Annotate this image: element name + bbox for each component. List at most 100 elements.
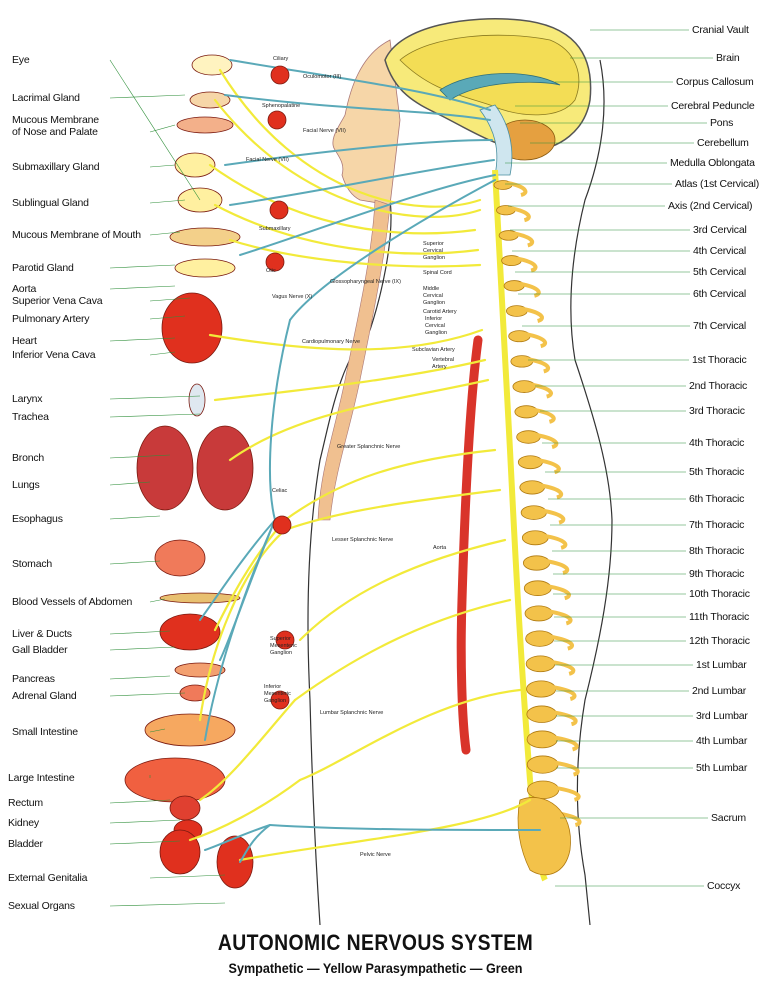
spinous-process — [551, 685, 577, 701]
leader-lines — [109, 29, 713, 907]
liver-organ — [159, 613, 221, 651]
inner-label: Superior — [270, 636, 291, 642]
leader-line — [109, 59, 201, 201]
spinous-process — [519, 281, 541, 298]
vertebrae — [493, 180, 582, 876]
parasympathetic-nerve — [199, 519, 276, 621]
esophagus-strip — [317, 199, 391, 521]
leader-line — [109, 646, 176, 651]
right-label: 4th Cervical — [693, 245, 747, 257]
spinous-process — [552, 710, 578, 727]
neck-front — [307, 199, 392, 926]
right-label: Sacrum — [711, 812, 746, 824]
left-label: Esophagus — [12, 513, 63, 525]
left-label: Liver & Ducts — [12, 628, 72, 640]
sympathetic-nerve — [218, 68, 482, 208]
sympathetic-nerve — [213, 203, 480, 255]
bladder-organ — [159, 829, 201, 875]
ganglion-node — [267, 110, 287, 130]
leader-line — [109, 840, 181, 845]
spinous-process — [525, 332, 548, 349]
sympathetic-nerve — [238, 798, 532, 862]
inner-label: Lesser Splanchnic Nerve — [332, 537, 394, 543]
right-label: 11th Thoracic — [689, 611, 750, 623]
inner-label: Cervical — [423, 248, 443, 254]
left-label: Submaxillary Gland — [12, 161, 100, 173]
inner-label: Lumbar Splanchnic Nerve — [320, 710, 384, 716]
sympathetic-nerve — [208, 163, 477, 235]
inner-label: Cervical — [425, 323, 445, 329]
right-label: Coccyx — [707, 880, 741, 892]
leader-line — [149, 351, 176, 356]
leader-line — [149, 124, 176, 133]
leader-line — [149, 297, 191, 302]
leader-line — [109, 819, 181, 824]
genitalia-organ — [216, 835, 254, 889]
inner-label: Inferior — [425, 316, 443, 322]
lung-left-organ — [136, 425, 194, 511]
left-label: Inferior Vena Cava — [12, 349, 96, 361]
ganglion-node — [265, 252, 285, 272]
right-label: 6th Cervical — [693, 288, 747, 300]
vertebra — [526, 780, 560, 800]
right-label: Cerebellum — [697, 137, 749, 149]
inner-label: Inferior — [264, 684, 282, 690]
ganglion-node — [270, 65, 290, 85]
left-label: Gall Bladder — [12, 644, 68, 656]
left-label: Lacrimal Gland — [12, 92, 80, 104]
diagram-title: AUTONOMIC NERVOUS SYSTEM — [217, 930, 534, 955]
left-label: Bladder — [8, 838, 43, 850]
mouth-membrane-organ — [169, 227, 241, 247]
leader-line — [149, 598, 166, 603]
left-label: Pulmonary Artery — [12, 313, 90, 325]
diagram-subtitle: Sympathetic — Yellow Parasympathetic — G… — [228, 960, 523, 976]
nerve-paths — [188, 59, 541, 863]
sympathetic-nerve — [228, 378, 490, 462]
inner-label: Ganglion — [423, 300, 446, 306]
right-label: 5th Lumbar — [696, 762, 748, 774]
leader-line — [149, 315, 186, 320]
right-label: Axis (2nd Cervical) — [668, 200, 753, 212]
inner-label: Submaxillary — [259, 226, 291, 232]
left-label: Large Intestine — [8, 772, 75, 784]
trachea-organ — [188, 383, 206, 417]
parasympathetic-nerve — [204, 824, 271, 851]
leader-line — [109, 395, 201, 400]
spinous-process — [546, 584, 571, 601]
inner-label: Ganglion — [264, 698, 287, 704]
leader-line — [109, 264, 176, 269]
parasympathetic-nerve — [224, 139, 493, 166]
right-label: Cranial Vault — [692, 24, 749, 36]
leader-line — [149, 199, 186, 204]
right-label: 5th Cervical — [693, 266, 747, 278]
inner-label: Mesenteric — [270, 643, 297, 649]
inner-label: Ganglion — [270, 650, 293, 656]
stomach-organ — [154, 539, 206, 577]
inner-label: Sphenopalatine — [262, 103, 301, 109]
aorta-vessel — [456, 335, 483, 755]
left-label: Kidney — [8, 817, 39, 829]
right-label: 2nd Lumbar — [692, 685, 747, 697]
right-label: 7th Thoracic — [689, 519, 745, 531]
left-label: Aorta — [12, 283, 37, 295]
ganglion-node — [272, 515, 292, 535]
right-label: 6th Thoracic — [689, 493, 745, 505]
vertebra — [526, 680, 557, 698]
left-label: Rectum — [8, 797, 43, 809]
spinous-process — [554, 785, 581, 802]
left-label: of Nose and Palate — [12, 126, 98, 138]
right-label: Medulla Oblongata — [670, 157, 755, 169]
left-label: Sexual Organs — [8, 900, 75, 912]
lacrimal-gland-organ — [189, 91, 231, 109]
spinous-process — [516, 256, 538, 273]
inner-label: Glossopharyngeal Nerve (IX) — [330, 279, 401, 285]
eye-organ — [191, 54, 233, 76]
leader-line — [109, 560, 161, 565]
spinous-process — [538, 458, 561, 475]
inner-label: Artery — [432, 364, 447, 370]
vertebra — [526, 730, 558, 749]
left-label: Sublingual Gland — [12, 197, 89, 209]
sympathetic-nerve — [188, 778, 302, 842]
inner-label: Vertebral — [432, 357, 455, 363]
ganglion-node — [269, 200, 289, 220]
